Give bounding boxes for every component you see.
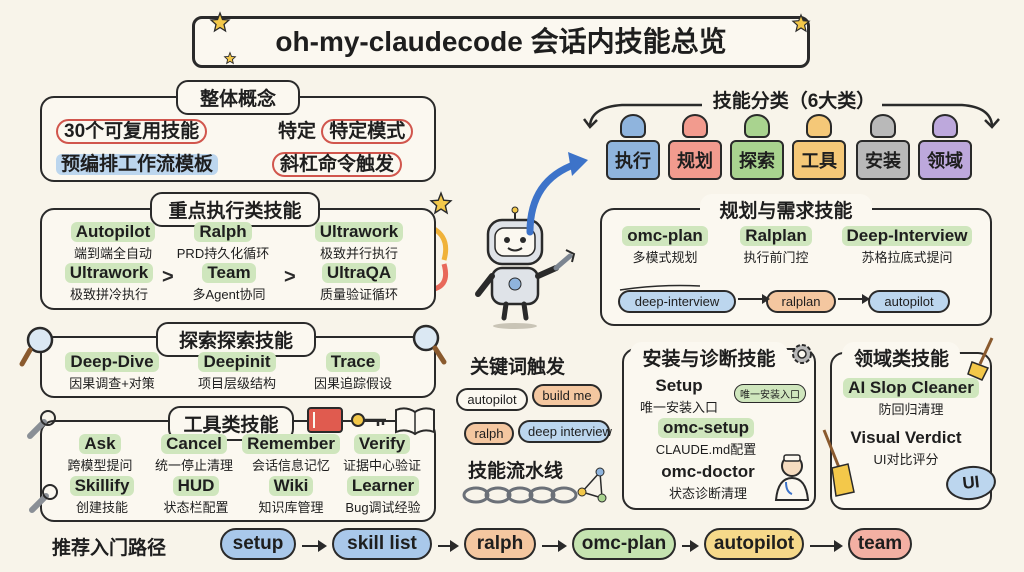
skill-remember[interactable]: Remember 会话信息记忆 — [242, 434, 340, 474]
star-icon — [791, 13, 811, 33]
skill-omc-doctor[interactable]: omc-doctor 状态诊断清理 — [661, 462, 755, 501]
book-icon — [307, 407, 343, 433]
doctor-icon — [774, 454, 810, 501]
skill-ralph[interactable]: Ralph PRD持久化循环 — [176, 222, 270, 261]
star-icon — [209, 11, 231, 33]
sep-arrow: > — [162, 266, 174, 288]
path-arrow — [302, 540, 327, 552]
keywords-title: 关键词触发 — [470, 357, 566, 378]
category-box[interactable]: 工具 — [792, 140, 846, 180]
category-box[interactable]: 安装 — [856, 140, 910, 180]
path-arrow — [438, 540, 459, 552]
path-arrow — [682, 540, 699, 552]
path-arrow — [810, 540, 843, 552]
overview-item: 预编排工作流模板 — [56, 149, 219, 176]
category-icon — [682, 114, 708, 138]
flow-autopilot: autopilot — [868, 290, 950, 313]
skill-skillify[interactable]: Skillify 创建技能 — [56, 476, 148, 516]
path-title: 推荐入门路径 — [52, 538, 167, 559]
category-icon — [744, 114, 770, 138]
overview-item: 30个可复用技能 — [56, 116, 208, 144]
flow-deep-interview: deep-interview — [618, 290, 736, 313]
skill-omc-plan[interactable]: omc-plan 多模式规划 — [612, 226, 718, 266]
skill-omc-setup[interactable]: omc-setup CLAUDE.md配置 — [655, 418, 757, 457]
path-step[interactable]: team — [848, 528, 912, 560]
skill-ai-slop-cleaner[interactable]: AI Slop Cleaner 防回归清理 — [836, 378, 986, 418]
category-icon — [932, 114, 958, 138]
sep-arrow: > — [284, 266, 296, 288]
flow-ralplan: ralplan — [766, 290, 836, 313]
wrench-icon — [27, 410, 56, 439]
broom-icon — [967, 337, 994, 381]
arrow-to-categories — [526, 152, 588, 236]
chain-icon — [462, 486, 578, 504]
skill-cancel[interactable]: Cancel 统一停止清理 — [154, 434, 233, 473]
path-arrow — [542, 540, 567, 552]
keyword-bubble: deep interview — [518, 420, 612, 443]
skill-verify[interactable]: Verify 证据中心验证 — [342, 434, 421, 473]
keyword-bubble: autopilot — [456, 388, 528, 411]
skill-autopilot[interactable]: Autopilot 端到端全自动 — [58, 222, 168, 262]
categories-title: 技能分类（6大类） — [712, 91, 876, 112]
broom-icon — [822, 429, 855, 497]
open-book-icon — [395, 407, 435, 436]
overview-item: 特定 特定模式 — [278, 116, 414, 144]
planning-title: 规划与需求技能 — [700, 194, 872, 225]
gear-icon — [792, 344, 812, 364]
flow-arrows — [619, 284, 870, 304]
category-icon — [806, 114, 832, 138]
pipeline-title: 技能流水线 — [468, 461, 564, 482]
setup-title: 安装与诊断技能 — [630, 342, 788, 373]
skill-deep-interview[interactable]: Deep-Interview 苏格拉底式提问 — [832, 226, 982, 266]
skill-deepinit[interactable]: Deepinit 项目层级结构 — [197, 352, 276, 391]
category-box[interactable]: 探索 — [730, 140, 784, 180]
star-icon — [429, 191, 453, 215]
skill-deep-dive[interactable]: Deep-Dive 因果调查+对策 — [52, 352, 172, 392]
skill-ultrawork-2[interactable]: Ultrawork 极致拼冷执行 — [54, 263, 164, 303]
category-icon — [620, 114, 646, 138]
path-step[interactable]: omc-plan — [572, 528, 676, 560]
category-box[interactable]: 领域 — [918, 140, 972, 180]
page-title: oh-my-claudecode 会话内技能总览 — [192, 16, 810, 68]
path-step[interactable]: skill list — [332, 528, 432, 560]
bracket-line — [583, 103, 1000, 129]
skill-ralplan[interactable]: Ralplan 执行前门控 — [726, 226, 826, 266]
path-step[interactable]: setup — [220, 528, 296, 560]
overview-title: 整体概念 — [176, 80, 300, 115]
overview-item: 斜杠命令触发 — [272, 149, 403, 177]
path-step[interactable]: autopilot — [704, 528, 804, 560]
skill-setup[interactable]: Setup 唯一安装入口 — [639, 376, 718, 415]
key-icon — [351, 413, 386, 427]
domain-title: 领域类技能 — [842, 342, 960, 373]
keyword-bubble: build me — [532, 384, 602, 407]
skill-learner[interactable]: Learner Bug调试经验 — [345, 476, 421, 515]
skill-visual-verdict[interactable]: Visual Verdict UI对比评分 — [850, 428, 962, 467]
category-icon — [870, 114, 896, 138]
skill-hud[interactable]: HUD 状态栏配置 — [163, 476, 229, 515]
skill-ask[interactable]: Ask 跨模型提问 — [67, 434, 133, 473]
setup-badge: 唯一安装入口 — [734, 384, 806, 403]
category-box[interactable]: 执行 — [606, 140, 660, 180]
magnifier-icon — [19, 326, 54, 367]
wrench-icon — [29, 484, 58, 513]
keyword-bubble: ralph — [464, 422, 514, 445]
star-icon — [223, 51, 237, 65]
skill-wiki[interactable]: Wiki 知识库管理 — [258, 476, 324, 515]
skill-trace[interactable]: Trace 因果追踪假设 — [313, 352, 392, 391]
path-step[interactable]: ralph — [464, 528, 536, 560]
skill-ultrawork[interactable]: Ultrawork 极致并行执行 — [300, 222, 418, 262]
skill-team[interactable]: Team 多Agent协同 — [192, 263, 266, 302]
network-icon — [577, 467, 607, 503]
magnifier-icon — [412, 324, 447, 365]
skill-ultraqa[interactable]: UltraQA 质量验证循环 — [319, 263, 398, 302]
category-box[interactable]: 规划 — [668, 140, 722, 180]
